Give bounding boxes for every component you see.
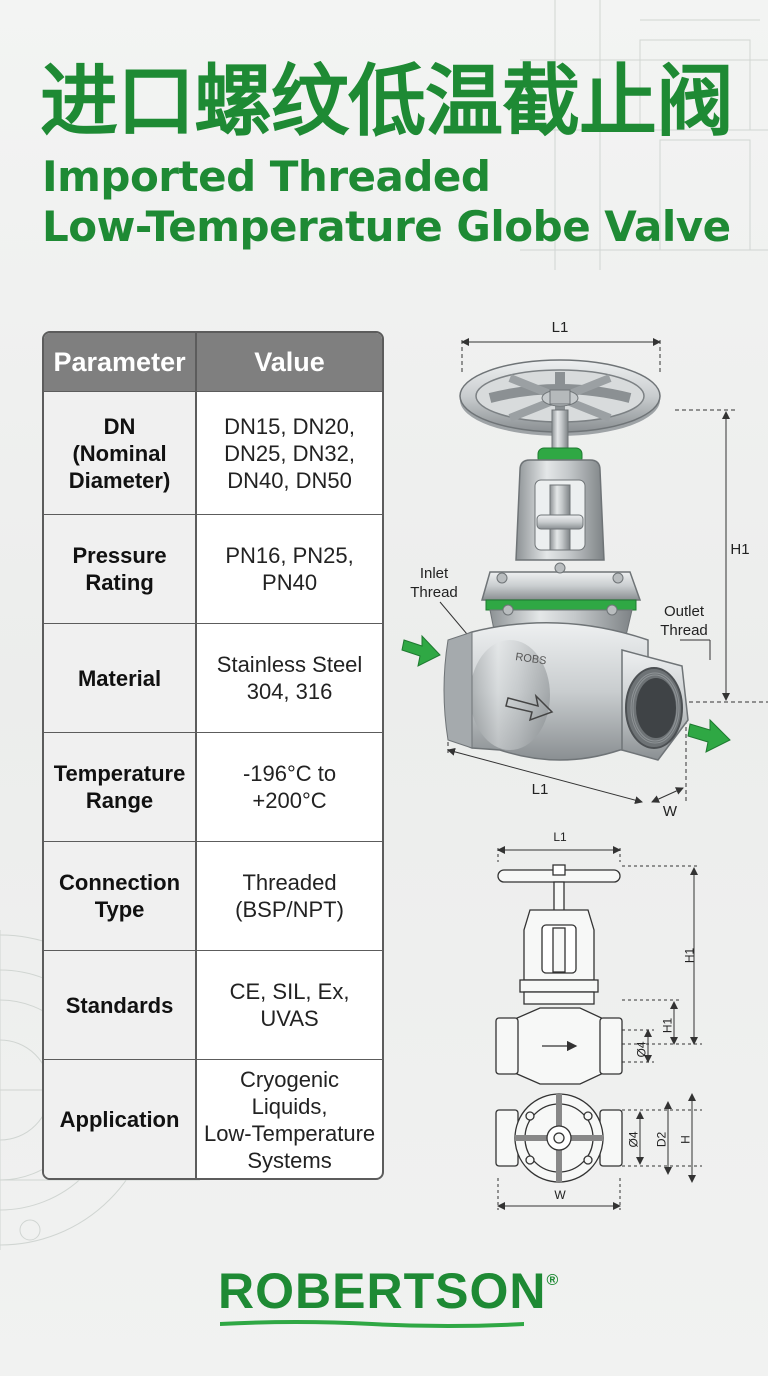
row-parameter: Pressure Rating: [44, 515, 198, 623]
inlet-thread-label: Inlet Thread: [410, 565, 458, 601]
handwheel: [459, 359, 661, 436]
brand-underline: [220, 1320, 524, 1328]
row-value: CE, SIL, Ex, UVAS: [229, 979, 350, 1031]
outlet-arrow-icon: [687, 718, 731, 753]
header-value: Value: [254, 346, 325, 377]
header-parameter: Parameter: [44, 333, 198, 391]
schematic-front: [495, 864, 623, 1085]
body-mark: ROBS: [515, 651, 548, 667]
schematic-plan: [495, 1093, 623, 1183]
outlet-thread-label: Outlet Thread: [660, 603, 708, 639]
title-chinese: 进口螺纹低温截止阀: [40, 57, 734, 147]
brand-logo: ROBERTSON®: [218, 1262, 558, 1320]
row-value: Threaded (BSP/NPT): [235, 870, 344, 922]
row-parameter: Material: [44, 624, 198, 732]
row-parameter: DN (Nominal Diameter): [44, 392, 198, 514]
title-english-line2: Low-Temperature Globe Valve: [42, 202, 731, 251]
valve-drawing: ROBS: [390, 310, 768, 1230]
row-value: PN16, PN25, PN40: [225, 543, 354, 595]
row-parameter: Temperature Range: [44, 733, 198, 841]
schematic-dim-l1: L1: [553, 830, 567, 844]
dim-h1: H1: [730, 541, 750, 558]
schematic-dim-d2: D2: [654, 1131, 669, 1148]
table-row: DN (Nominal Diameter) DN15, DN20, DN25, …: [44, 391, 382, 514]
table-row: Material Stainless Steel 304, 316: [44, 623, 382, 732]
row-parameter: Connection Type: [44, 842, 198, 950]
title-english: Imported Threaded Low-Temperature Globe …: [42, 152, 742, 252]
schematic-dim-d4: Ø4: [634, 1041, 649, 1058]
row-value: Cryogenic Liquids, Low-Temperature Syste…: [203, 1066, 376, 1173]
registered-mark: ®: [546, 1272, 560, 1289]
row-parameter: Standards: [44, 951, 198, 1059]
row-parameter: Application: [44, 1060, 198, 1178]
row-value: -196°C to +200°C: [242, 761, 337, 813]
schematic-plan-d4: Ø4: [626, 1131, 641, 1148]
table-row: Connection Type Threaded (BSP/NPT): [44, 841, 382, 950]
table-row: Temperature Range -196°C to +200°C: [44, 732, 382, 841]
table-row: Application Cryogenic Liquids, Low-Tempe…: [44, 1059, 382, 1178]
schematic-dim-w: W: [554, 1188, 566, 1202]
schematic-dim-h1-small: H1: [660, 1017, 675, 1034]
dim-l1-top: L1: [551, 319, 569, 336]
title-english-line1: Imported Threaded: [42, 152, 491, 201]
row-value: Stainless Steel 304, 316: [216, 652, 363, 704]
table-header: Parameter Value: [44, 333, 382, 391]
schematic-dim-h: H: [678, 1135, 693, 1144]
schematic-dim-h1: H1: [682, 947, 697, 964]
spec-table: Parameter Value DN (Nominal Diameter) DN…: [42, 331, 384, 1180]
row-value: DN15, DN20, DN25, DN32, DN40, DN50: [224, 413, 355, 493]
table-row: Standards CE, SIL, Ex, UVAS: [44, 950, 382, 1059]
inlet-arrow-icon: [401, 634, 441, 667]
valve-illustration: ROBS: [401, 338, 768, 1210]
dim-l1-bottom: L1: [531, 781, 549, 798]
table-row: Pressure Rating PN16, PN25, PN40: [44, 514, 382, 623]
brand-name: ROBERTSON: [218, 1263, 547, 1319]
dim-w: W: [662, 803, 678, 820]
